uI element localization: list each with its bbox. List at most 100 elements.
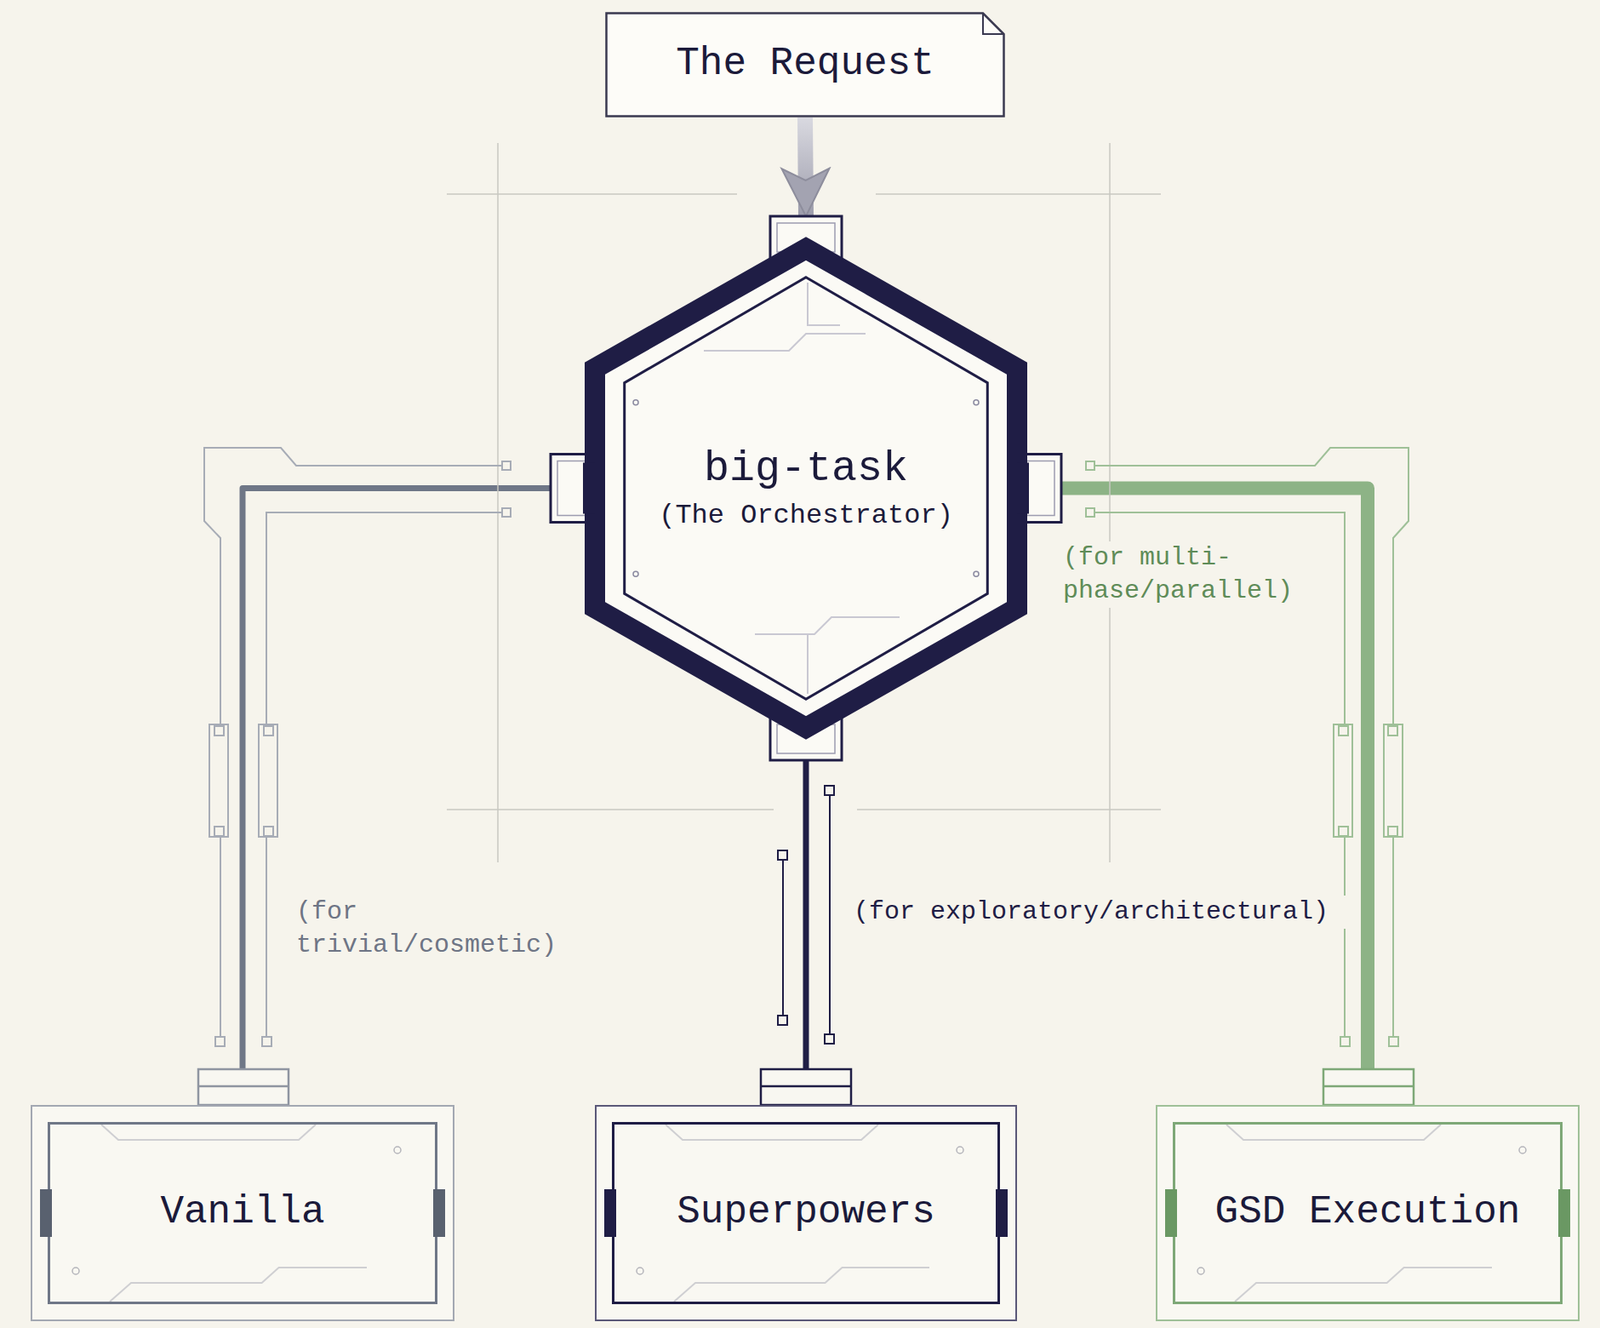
hex-port-inner [557,461,595,516]
wire-housing [204,447,503,1041]
edge-label: (for trivial/cosmetic) [292,895,581,962]
wire-housing [209,724,229,837]
corner-dot [72,1267,80,1275]
wire-housing [263,826,274,836]
grid-crosshair [446,142,1161,863]
circuit-trace [665,1124,879,1140]
corner-dot [394,1146,401,1154]
hex-port-bar [1017,462,1029,515]
grid-crosshair [857,808,1161,811]
wire-housing [1340,1036,1350,1046]
hex-port-bar [582,462,595,515]
node-title: Vanilla [160,1188,325,1236]
edge-label: (for multi- phase/parallel) [1059,541,1314,608]
wire-housing [777,1015,788,1025]
wire-housing [214,826,224,836]
note-fold [982,13,1005,35]
wire-housing [777,785,835,1044]
node-title: Superpowers [676,1188,936,1236]
corner-dot [633,571,639,577]
corner-dot [1519,1146,1526,1154]
corner-dot [633,400,639,406]
node-title: The Request [675,40,935,88]
wire-housing [1090,447,1409,1041]
wire-housing [1333,724,1353,837]
connector [1061,488,1368,1106]
box-side-tab [433,1188,446,1237]
hex-port [1010,454,1062,523]
note-border [606,13,1005,117]
box-port [198,1068,1414,1105]
circuit-trace [1234,1267,1492,1302]
wire-housing [266,512,503,1041]
orchestrator-hexagon: big-task (The Orchestrator) [550,216,1062,760]
wire-housing [782,855,784,1021]
edge-label: (for exploratory/architectural) [850,895,1351,929]
wire-housing [777,850,788,860]
connector [805,117,806,217]
box-port [1323,1085,1414,1088]
corner-dot [1197,1267,1205,1275]
wire-housing [824,785,835,795]
request-note: The Request [605,11,1006,118]
corner-dot [973,571,979,577]
circuit-trace [703,333,866,351]
box-side-tab [604,1188,617,1237]
circuit-trace [101,1124,316,1140]
hex-port [550,454,602,523]
wire-housing [1085,508,1095,517]
box-port [198,1085,289,1088]
corner-dot [636,1267,644,1275]
wire-housing [824,1034,835,1044]
grid-crosshair [1108,142,1111,863]
box-port [760,1068,852,1105]
node-subtitle: (The Orchestrator) [658,499,954,532]
wire-housing [215,1036,225,1046]
box-port [198,1068,289,1105]
wire-housing [1338,826,1349,836]
box-side-tab [1165,1188,1178,1237]
wire-housing [262,1036,272,1046]
route-box: Superpowers [594,1104,1018,1321]
wire-housing [1388,1036,1399,1046]
circuit-trace [806,634,809,694]
wire-housing [1388,725,1398,736]
wire-housing [1085,447,1409,1046]
node-title: big-task [703,443,909,495]
circuit-trace [754,617,900,635]
hex-port-inner [1017,461,1055,516]
wire-housing [1085,461,1095,470]
wire-housing [502,461,511,470]
box-side-tab [995,1188,1008,1237]
wire-housing [502,508,511,517]
wire-housing [1090,512,1345,1041]
wire-housing [828,790,831,1040]
wire-housing [1388,826,1398,836]
corner-dot [956,1146,964,1154]
route-box: GSD Execution [1155,1104,1580,1321]
circuit-trace [1226,1124,1441,1140]
connector [803,760,810,1105]
wire-housing [258,724,278,837]
circuit-trace [674,1267,930,1302]
box-side-tab [1558,1188,1571,1237]
wire-housing [263,725,274,736]
wire-housing [1383,724,1403,837]
hex-inner [624,277,989,699]
circuit-trace [807,282,840,326]
hex-outer [594,248,1018,728]
route-box: Vanilla [30,1104,455,1321]
wire-housing [204,447,511,1046]
grid-crosshair [497,142,499,863]
grid-crosshair [446,193,738,195]
wire-housing [214,725,224,736]
connector [242,488,551,1106]
circuit-trace [109,1267,367,1302]
node-title: GSD Execution [1215,1188,1521,1236]
wire-housing [1338,725,1349,736]
grid-crosshair [875,193,1161,195]
box-port [1323,1068,1414,1105]
grid-crosshair [446,808,774,811]
